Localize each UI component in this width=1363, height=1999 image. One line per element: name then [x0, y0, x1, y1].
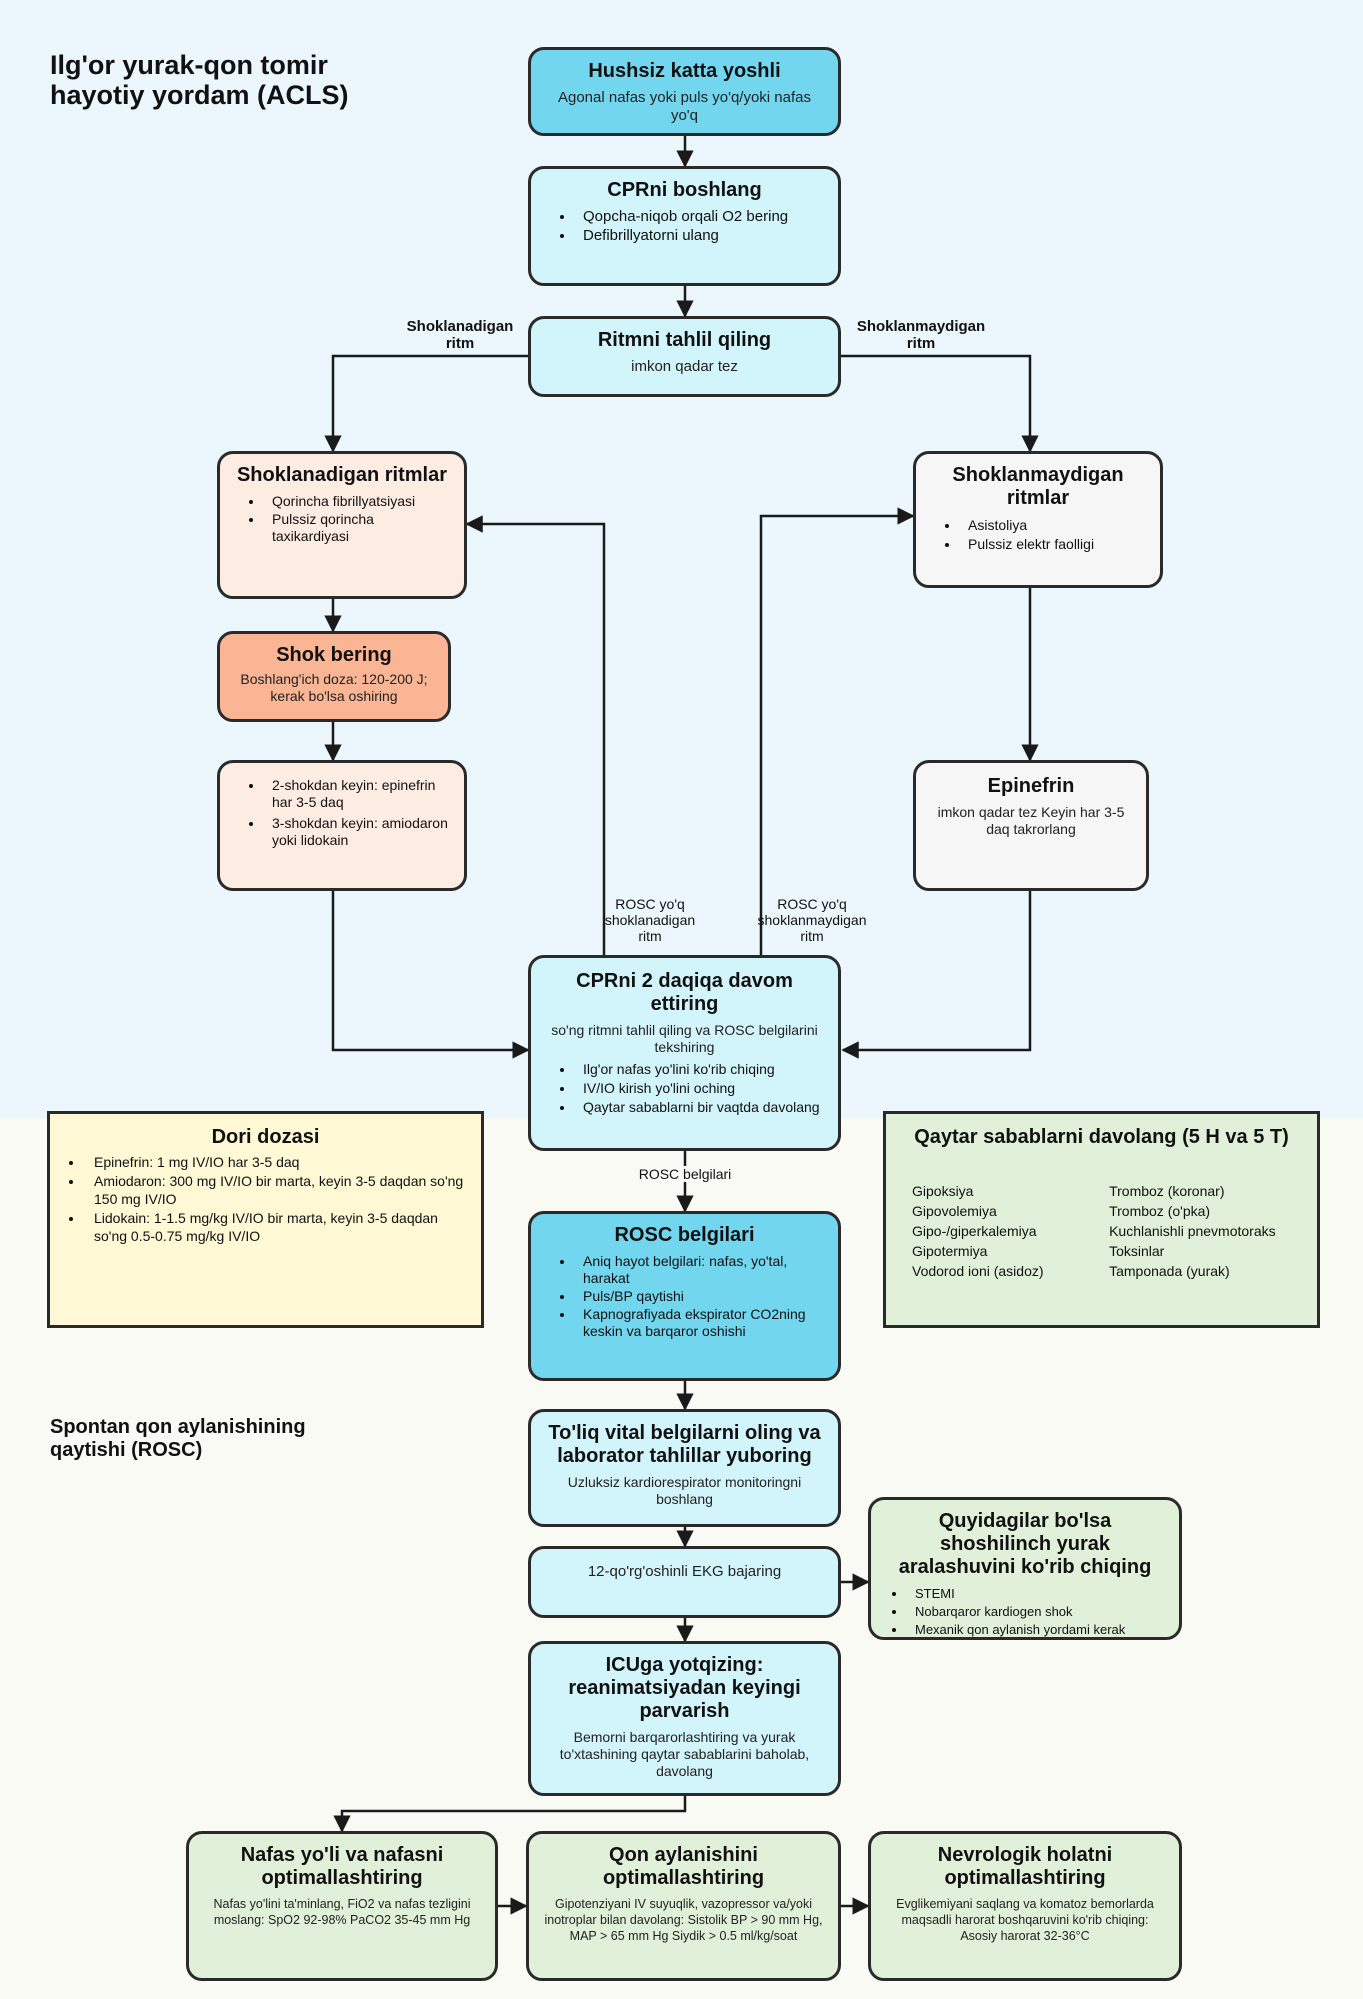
list-item: Kapnografiyada ekspirator CO2ning keskin…	[575, 1306, 824, 1340]
list-item: Aniq hayot belgilari: nafas, yo'tal, har…	[575, 1253, 824, 1287]
label-rosc-signs-edge: ROSC belgilari	[625, 1166, 745, 1182]
node-rosc-signs: ROSC belgilari Aniq hayot belgilari: naf…	[528, 1211, 841, 1381]
causes-t-column: Tromboz (koronar) Tromboz (o'pka) Kuchla…	[1109, 1181, 1291, 1281]
node-subtitle: imkon qadar tez Keyin har 3-5 daq takror…	[937, 804, 1125, 837]
list-item: 3-shokdan keyin: amiodaron yoki lidokain	[264, 815, 450, 849]
causes-columns: Gipoksiya Gipovolemiya Gipo-/giperkalemi…	[896, 1181, 1307, 1281]
node-title: ROSC belgilari	[614, 1224, 755, 1246]
list-item: Qaytar sabablarni bir vaqtda davolang	[575, 1098, 824, 1116]
list-item: Amiodaron: 300 mg IV/IO bir marta, keyin…	[84, 1172, 467, 1208]
node-title: Shoklanmaydigan ritmlar	[952, 464, 1124, 509]
causes-h-column: Gipoksiya Gipovolemiya Gipo-/giperkalemi…	[912, 1181, 1094, 1281]
list-item: IV/IO kirish yo'lini oching	[575, 1079, 824, 1097]
node-ecg: 12-qo'rg'oshinli EKG bajaring	[528, 1546, 841, 1618]
node-subtitle: Boshlang'ich doza: 120-200 J; kerak bo'l…	[240, 671, 428, 704]
node-title: Nafas yo'li va nafasni optimallashtiring	[240, 1844, 444, 1889]
cause-item: Gipotermiya	[912, 1243, 988, 1259]
node-subtitle: Gipotenziyani IV suyuqlik, vazopressor v…	[544, 1897, 823, 1943]
cause-item: Kuchlanishli pnevmotoraks	[1109, 1223, 1276, 1239]
node-title: Shok bering	[276, 644, 392, 666]
cause-item: Toksinlar	[1109, 1243, 1165, 1259]
node-title: To'liq vital belgilarni oling va laborat…	[548, 1422, 821, 1467]
list-item: Nobarqaror kardiogen shok	[907, 1603, 1165, 1620]
node-title: Nevrologik holatni optimallashtiring	[937, 1844, 1113, 1889]
label-nonshockable-branch: Shoklanmaydigan ritm	[856, 318, 986, 352]
list-item: Epinefrin: 1 mg IV/IO har 3-5 daq	[84, 1153, 467, 1171]
node-cardiac-intervention: Quyidagilar bo'lsa shoshilinch yurak ara…	[868, 1497, 1182, 1640]
list-item: Pulssiz qorincha taxikardiyasi	[264, 511, 450, 545]
node-subtitle: imkon qadar tez	[631, 358, 738, 375]
node-subtitle: Nafas yo'lini ta'minlang, FiO2 va nafas …	[213, 1897, 471, 1927]
list-item: Ilg'or nafas yo'lini ko'rib chiqing	[575, 1060, 824, 1078]
node-subtitle: 12-qo'rg'oshinli EKG bajaring	[587, 1563, 782, 1580]
list-item: Pulssiz elektr faolligi	[960, 535, 1146, 553]
node-subtitle: Bemorni barqarorlashtiring va yurak to'x…	[559, 1729, 810, 1779]
node-title: CPRni boshlang	[607, 179, 762, 201]
cause-item: Tromboz (koronar)	[1109, 1183, 1225, 1199]
cause-item: Vodorod ioni (asidoz)	[912, 1263, 1044, 1279]
node-title: Qon aylanishini optimallashtiring	[602, 1844, 765, 1889]
node-analyze-rhythm: Ritmni tahlil qiling imkon qadar tez	[528, 316, 841, 397]
node-start-cpr: CPRni boshlang Qopcha-niqob orqali O2 be…	[528, 166, 841, 286]
list-item: Lidokain: 1-1.5 mg/kg IV/IO bir marta, k…	[84, 1209, 467, 1245]
node-title: ICUga yotqizing: reanimatsiyadan keyingi…	[568, 1654, 801, 1722]
panel-reversible-causes: Qaytar sabablarni davolang (5 H va 5 T) …	[883, 1111, 1320, 1328]
node-title: CPRni 2 daqiqa davom ettiring	[576, 970, 793, 1015]
panel-drug-dosing: Dori dozasi Epinefrin: 1 mg IV/IO har 3-…	[47, 1111, 484, 1328]
node-title: Epinefrin	[987, 775, 1075, 797]
node-after-shock: 2-shokdan keyin: epinefrin har 3-5 daq 3…	[217, 760, 467, 891]
list-item: Asistoliya	[960, 516, 1146, 534]
node-subtitle: Uzluksiz kardiorespirator monitoringni b…	[567, 1474, 802, 1507]
node-epinephrine: Epinefrin imkon qadar tez Keyin har 3-5 …	[913, 760, 1149, 891]
node-continue-cpr: CPRni 2 daqiqa davom ettiring so'ng ritm…	[528, 955, 841, 1151]
node-nonshockable-rhythms: Shoklanmaydigan ritmlar Asistoliya Pulss…	[913, 451, 1163, 588]
page-title: Ilg'or yurak-qon tomir hayotiy yordam (A…	[50, 50, 349, 110]
list-item: Qorincha fibrillyatsiyasi	[264, 493, 450, 510]
panel-title: Dori dozasi	[211, 1126, 320, 1148]
cause-item: Tromboz (o'pka)	[1109, 1203, 1211, 1219]
node-icu-admission: ICUga yotqizing: reanimatsiyadan keyingi…	[528, 1641, 841, 1796]
label-no-rosc-shockable: ROSC yo'q shoklanadigan ritm	[604, 896, 696, 944]
list-item: Mexanik qon aylanish yordami kerak	[907, 1621, 1165, 1638]
list-item: 2-shokdan keyin: epinefrin har 3-5 daq	[264, 777, 450, 811]
node-optimize-circulation: Qon aylanishini optimallashtiring Gipote…	[526, 1831, 841, 1981]
node-subtitle: Evglikemiyani saqlang va komatoz bemorla…	[896, 1897, 1154, 1943]
list-item: Defibrillyatorni ulang	[575, 227, 824, 245]
node-title: Shoklanadigan ritmlar	[236, 464, 448, 486]
panel-title: Qaytar sabablarni davolang (5 H va 5 T)	[914, 1126, 1289, 1148]
node-optimize-airway: Nafas yo'li va nafasni optimallashtiring…	[186, 1831, 498, 1981]
list-item: Qopcha-niqob orqali O2 bering	[575, 208, 824, 226]
list-item: STEMI	[907, 1585, 1165, 1602]
label-no-rosc-nonshockable: ROSC yo'q shoklanmaydigan ritm	[757, 896, 867, 944]
cause-item: Gipoksiya	[912, 1183, 974, 1199]
cause-item: Gipo-/giperkalemiya	[912, 1223, 1037, 1239]
node-title: Quyidagilar bo'lsa shoshilinch yurak ara…	[898, 1510, 1152, 1578]
node-subtitle: Agonal nafas yoki puls yo'q/yoki nafas y…	[557, 89, 811, 124]
node-optimize-neuro: Nevrologik holatni optimallashtiring Evg…	[868, 1831, 1182, 1981]
cause-item: Tamponada (yurak)	[1109, 1263, 1230, 1279]
section-title-rosc: Spontan qon aylanishining qaytishi (ROSC…	[50, 1416, 306, 1461]
node-unconscious-adult: Hushsiz katta yoshli Agonal nafas yoki p…	[528, 47, 841, 136]
list-item: Puls/BP qaytishi	[575, 1288, 824, 1305]
label-shockable-branch: Shoklanadigan ritm	[406, 318, 514, 352]
cause-item: Gipovolemiya	[912, 1203, 997, 1219]
node-title: Hushsiz katta yoshli	[588, 60, 781, 82]
node-full-vitals: To'liq vital belgilarni oling va laborat…	[528, 1409, 841, 1527]
node-shockable-rhythms: Shoklanadigan ritmlar Qorincha fibrillya…	[217, 451, 467, 599]
node-give-shock: Shok bering Boshlang'ich doza: 120-200 J…	[217, 631, 451, 722]
node-subtitle: so'ng ritmni tahlil qiling va ROSC belgi…	[551, 1022, 818, 1055]
node-title: Ritmni tahlil qiling	[597, 329, 772, 351]
